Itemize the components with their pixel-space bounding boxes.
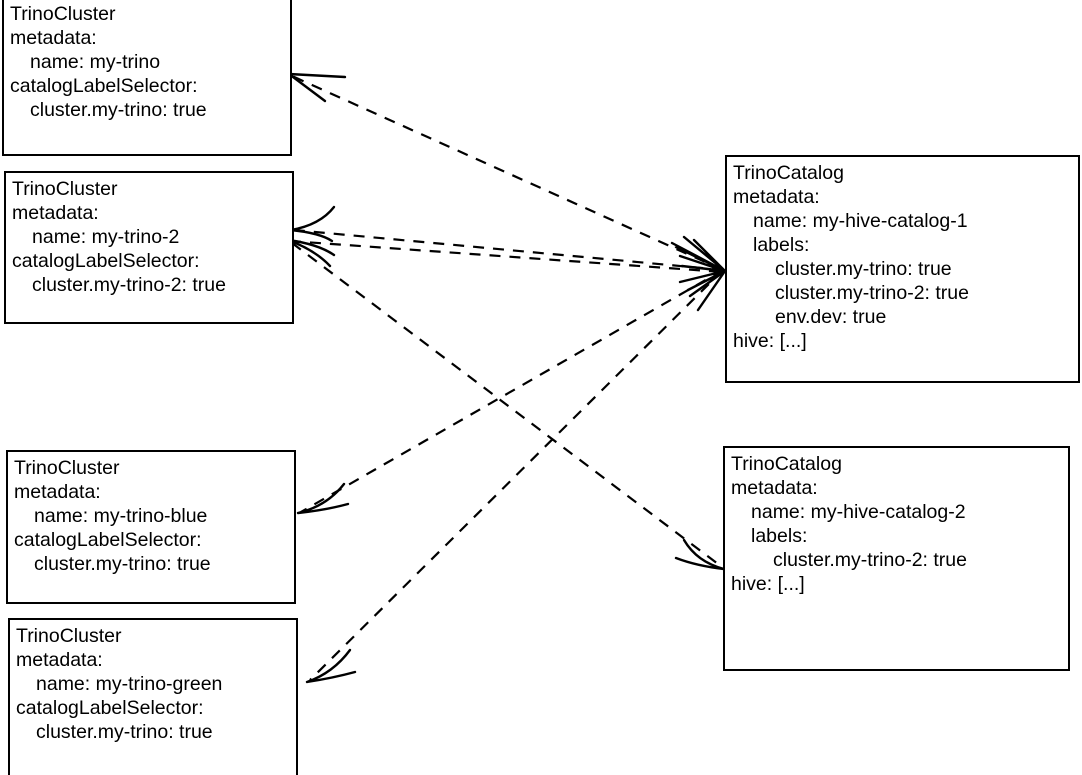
node-line: metadata:: [16, 649, 103, 671]
node-cluster-my-trino-green[interactable]: TrinoCluster metadata: name: my-trino-gr…: [8, 618, 298, 775]
node-catalog-my-hive-catalog-2[interactable]: TrinoCatalog metadata: name: my-hive-cat…: [723, 446, 1070, 671]
edge-catalog1-to-my-trino-green: [309, 269, 724, 681]
node-line: TrinoCatalog: [733, 162, 844, 184]
node-line: TrinoCatalog: [731, 453, 842, 475]
node-line: name: my-hive-catalog-1: [753, 210, 968, 232]
arrowhead-my-trino-2-upper: [289, 205, 336, 243]
node-line: name: my-trino-blue: [34, 505, 208, 527]
node-cluster-my-trino-blue[interactable]: TrinoCluster metadata: name: my-trino-bl…: [6, 450, 296, 604]
arrowhead-catalog2: [674, 538, 726, 571]
node-line: name: my-hive-catalog-2: [751, 501, 966, 523]
node-line: TrinoCluster: [14, 457, 120, 479]
arrowhead-my-trino-green: [305, 648, 357, 684]
node-line: catalogLabelSelector:: [14, 529, 202, 551]
edge-catalog1-to-my-trino-blue: [300, 269, 724, 513]
node-line: cluster.my-trino: true: [775, 258, 952, 280]
edge-catalog1-to-my-trino-2: [293, 228, 724, 272]
edge-my-trino-2-to-catalog1: [289, 239, 724, 274]
node-line: cluster.my-trino: true: [34, 553, 211, 575]
edge-my-trino-2-to-catalog2: [291, 242, 723, 568]
node-line: catalogLabelSelector:: [10, 75, 198, 97]
node-line: cluster.my-trino-2: true: [773, 549, 967, 571]
node-line: catalogLabelSelector:: [16, 697, 204, 719]
node-cluster-my-trino[interactable]: TrinoCluster metadata: name: my-trino ca…: [2, 0, 292, 156]
arrowhead-my-trino: [287, 72, 347, 103]
node-line: TrinoCluster: [16, 625, 122, 647]
node-line: metadata:: [733, 186, 820, 208]
node-line: cluster.my-trino-2: true: [775, 282, 969, 304]
node-line: cluster.my-trino: true: [30, 99, 207, 121]
node-line: metadata:: [14, 481, 101, 503]
node-line: TrinoCluster: [12, 178, 118, 200]
node-cluster-my-trino-2[interactable]: TrinoCluster metadata: name: my-trino-2 …: [4, 171, 294, 324]
node-line: metadata:: [12, 202, 99, 224]
node-line: hive: [...]: [733, 330, 807, 352]
node-line: cluster.my-trino: true: [36, 721, 213, 743]
node-line: labels:: [753, 234, 810, 256]
node-line: name: my-trino: [30, 51, 161, 73]
node-line: metadata:: [10, 27, 97, 49]
node-line: catalogLabelSelector:: [12, 250, 200, 272]
node-line: env.dev: true: [775, 306, 887, 328]
node-line: labels:: [751, 525, 808, 547]
node-line: metadata:: [731, 477, 818, 499]
node-line: hive: [...]: [731, 573, 805, 595]
node-line: name: my-trino-2: [32, 226, 180, 248]
node-line: name: my-trino-green: [36, 673, 223, 695]
node-catalog-my-hive-catalog-1[interactable]: TrinoCatalog metadata: name: my-hive-cat…: [725, 155, 1080, 383]
arrowhead-my-trino-blue: [296, 482, 350, 515]
node-line: cluster.my-trino-2: true: [32, 274, 226, 296]
edge-catalog1-to-my-trino: [291, 74, 724, 272]
node-line: TrinoCluster: [10, 3, 116, 25]
arrowhead-catalog1-hub: [670, 235, 727, 312]
